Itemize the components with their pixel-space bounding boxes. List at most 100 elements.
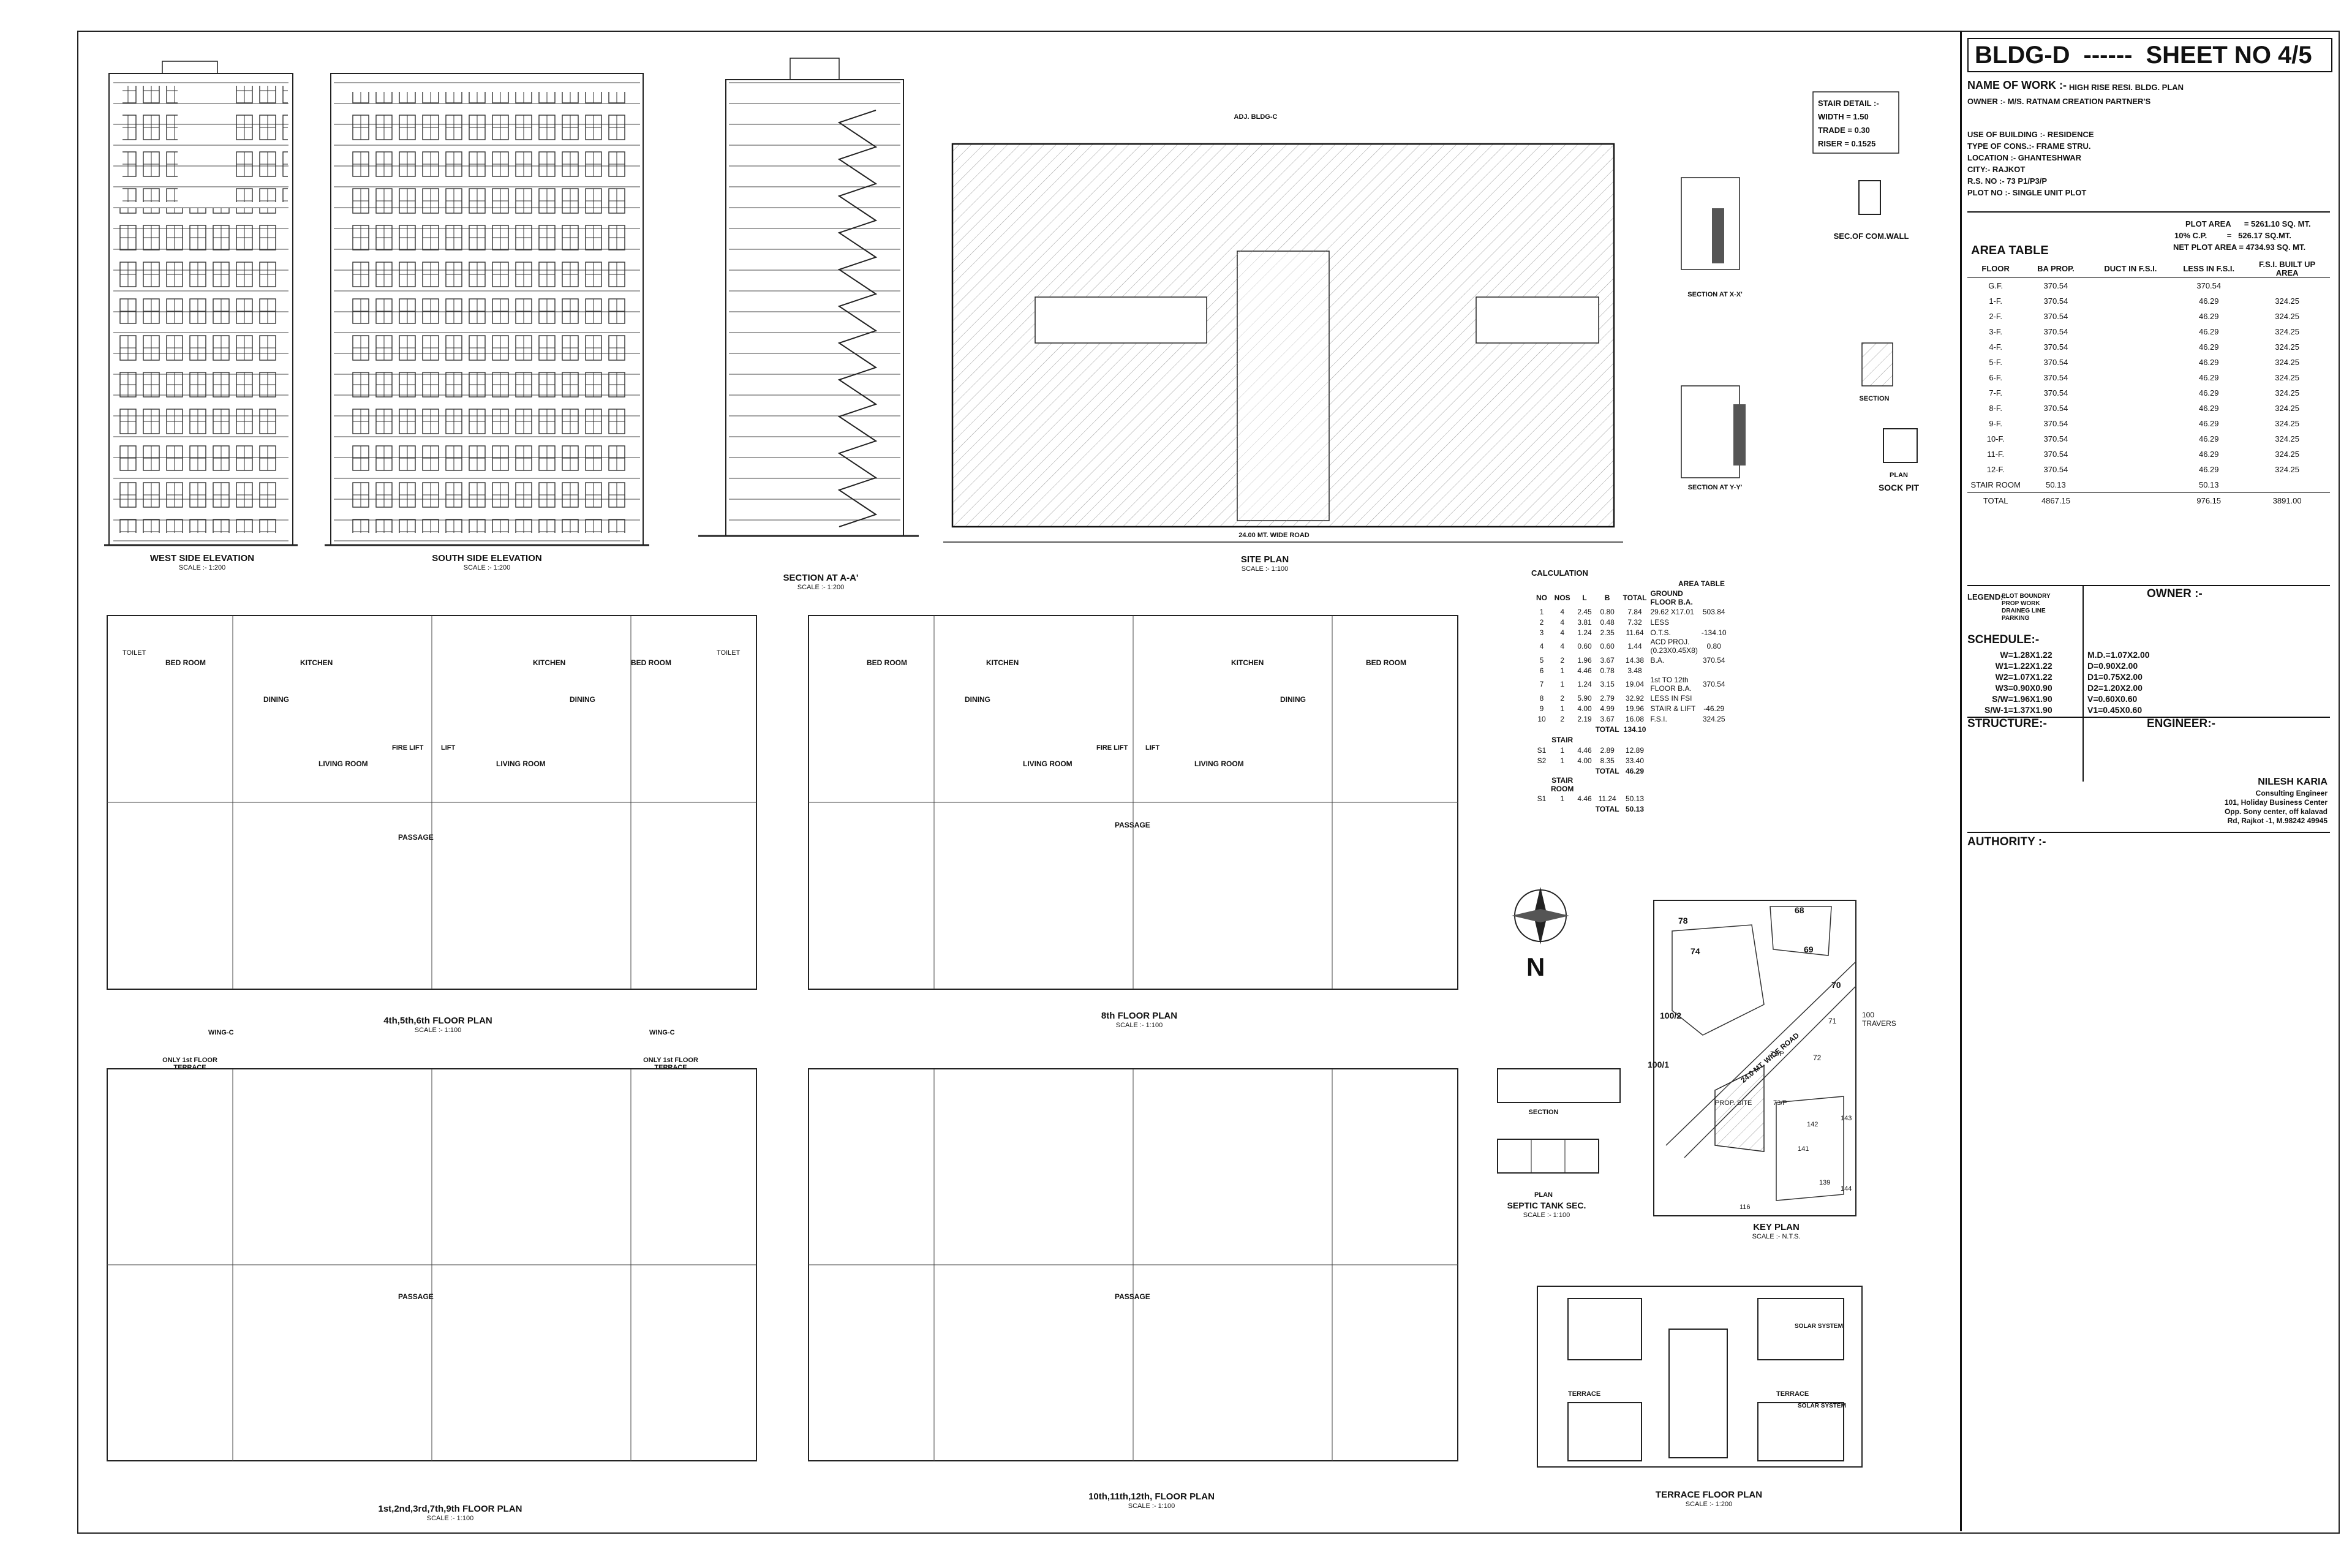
south-elevation-title: SOUTH SIDE ELEVATION [432,553,542,564]
calc-cell: 11.24 [1598,794,1616,803]
living-room-1: LIVING ROOM [318,760,368,768]
calc-cell: O.T.S. [1650,628,1671,637]
calc-h-no: NO [1536,594,1547,602]
stair-width: WIDTH = 1.50 [1818,112,1869,121]
area-table-cell: 370.54 [2043,434,2068,443]
tb-vdivider [2082,586,2084,782]
septic-scale: SCALE :- 1:100 [1523,1212,1570,1219]
key-num-100-1: 100/1 [1648,1060,1670,1069]
calc-cell: 370.54 [1702,655,1725,665]
calc-cell: 12.89 [1626,745,1645,755]
calc-h-total: TOTAL [1623,594,1647,602]
septic-plan-label: PLAN [1534,1191,1553,1199]
owner-label: OWNER :- [2147,587,2203,600]
legend-label: LEGEND:- [1967,592,2006,601]
calc-cell: 7 [1539,680,1544,688]
area-table-cell: 11-F. [1987,450,2005,459]
schedule-left: W=1.28X1.22 W1=1.22X1.22 W2=1.07X1.22 W3… [1985,649,2052,715]
calc-cell [1700,724,1728,734]
south-elevation [325,73,649,546]
area-table-cell: 324.25 [2275,358,2300,367]
living-room-3: LIVING ROOM [1023,760,1072,768]
solar-label-2: SOLAR SYSTEM [1798,1403,1846,1409]
calc-right-0: GROUND FLOOR B.A. [1650,589,1693,606]
calc-cell [1648,804,1699,814]
area-table-cell: 4867.15 [2041,496,2070,505]
bed-room-4: BED ROOM [1366,658,1406,667]
area-table-cell: 46.29 [2198,373,2219,382]
west-elevation [104,61,298,546]
section-aa-title: SECTION AT A-A' [783,573,859,583]
calc-cell: 2.35 [1600,628,1615,637]
calc-cell: 8 [1539,693,1544,703]
area-table-cell: STAIR ROOM [1970,480,2021,489]
area-table-cell: 4-F. [1989,342,2002,352]
area-table-cell [2088,493,2174,509]
key-travers: 100 TRAVERS [1862,1011,1896,1028]
key-num-70: 70 [1831,980,1841,990]
calc-cell: F.S.I. [1650,714,1667,723]
area-table-cell: 1-F. [1989,296,2002,306]
area-table-cell: 324.25 [2275,296,2300,306]
calc-cell [1648,793,1699,804]
calc-cell: 1.24 [1577,628,1592,637]
legend-prop-work: PROP WORK [2002,600,2040,607]
area-table-cell: 46.29 [2198,296,2219,306]
rs-no: R.S. NO :- 73 P1/P3/P [1967,176,2048,186]
area-table-cell: 46.29 [2198,312,2219,321]
key-plan-drawing [1653,900,1856,1216]
calc-cell: 1.44 [1627,642,1642,650]
calc-cell [1700,804,1728,814]
area-table-cell: 12-F. [1986,465,2005,474]
sock-pit-label: SOCK PIT [1878,483,1920,492]
calc-cell [1700,693,1728,703]
floor-plans [107,615,1458,1461]
area-table-cell [2088,309,2174,324]
calc-cell: STAIR [1551,735,1574,744]
calc-cell [1575,766,1593,776]
area-table-cell [2088,401,2174,416]
calc-cell: S1 [1537,794,1547,803]
area-table-cell: 370.54 [2043,296,2068,306]
calc-cell: 0.80 [1706,642,1721,650]
calc-cell: 4 [1539,642,1544,650]
stair-trade: TRADE = 0.30 [1818,126,1870,135]
key-num-73p-a: 73/P [1770,1050,1784,1058]
calc-cell [1549,766,1575,776]
calc-cell: 4.00 [1577,756,1592,765]
calc-cell [1534,734,1549,745]
legend-drainage: DRAINEG LINE [2002,608,2046,614]
calc-cell: STAIR ROOM [1551,776,1574,793]
calc-cell [1648,745,1699,755]
calc-cell: S1 [1537,745,1547,755]
calc-cell [1594,776,1621,793]
calc-cell: 1 [1560,680,1564,688]
sched-w: W=1.28X1.22 [2000,650,2052,660]
legend-list: PLOT BOUNDRY PROP WORK DRAINEG LINE PARK… [2002,593,2051,622]
key-num-71: 71 [1828,1017,1837,1025]
key-plan-scale: SCALE :- N.T.S. [1752,1233,1801,1240]
calc-cell: 0.48 [1600,617,1615,627]
site-plan-drawing [943,143,1623,543]
calc-cell [1648,734,1699,745]
calc-cell: 16.08 [1626,714,1645,723]
engineer-addr-3: Rd, Rajkot -1, M.98242 49945 [2227,816,2328,825]
name-of-work: HIGH RISE RESI. BLDG. PLAN [2069,83,2184,92]
area-h-ba: BA PROP. [2037,264,2075,273]
wing-c-label-1: WING-C [649,1029,675,1036]
sched-d2: D2=1.20X2.00 [2087,683,2143,693]
calc-cell: 0.78 [1600,666,1615,675]
area-table-cell: G.F. [1988,281,2003,290]
area-table-cell: 370.54 [2043,465,2068,474]
calc-cell: 2.19 [1577,714,1592,723]
calc-cell: 1 [1560,704,1564,713]
area-table-cell: 46.29 [2198,450,2219,459]
